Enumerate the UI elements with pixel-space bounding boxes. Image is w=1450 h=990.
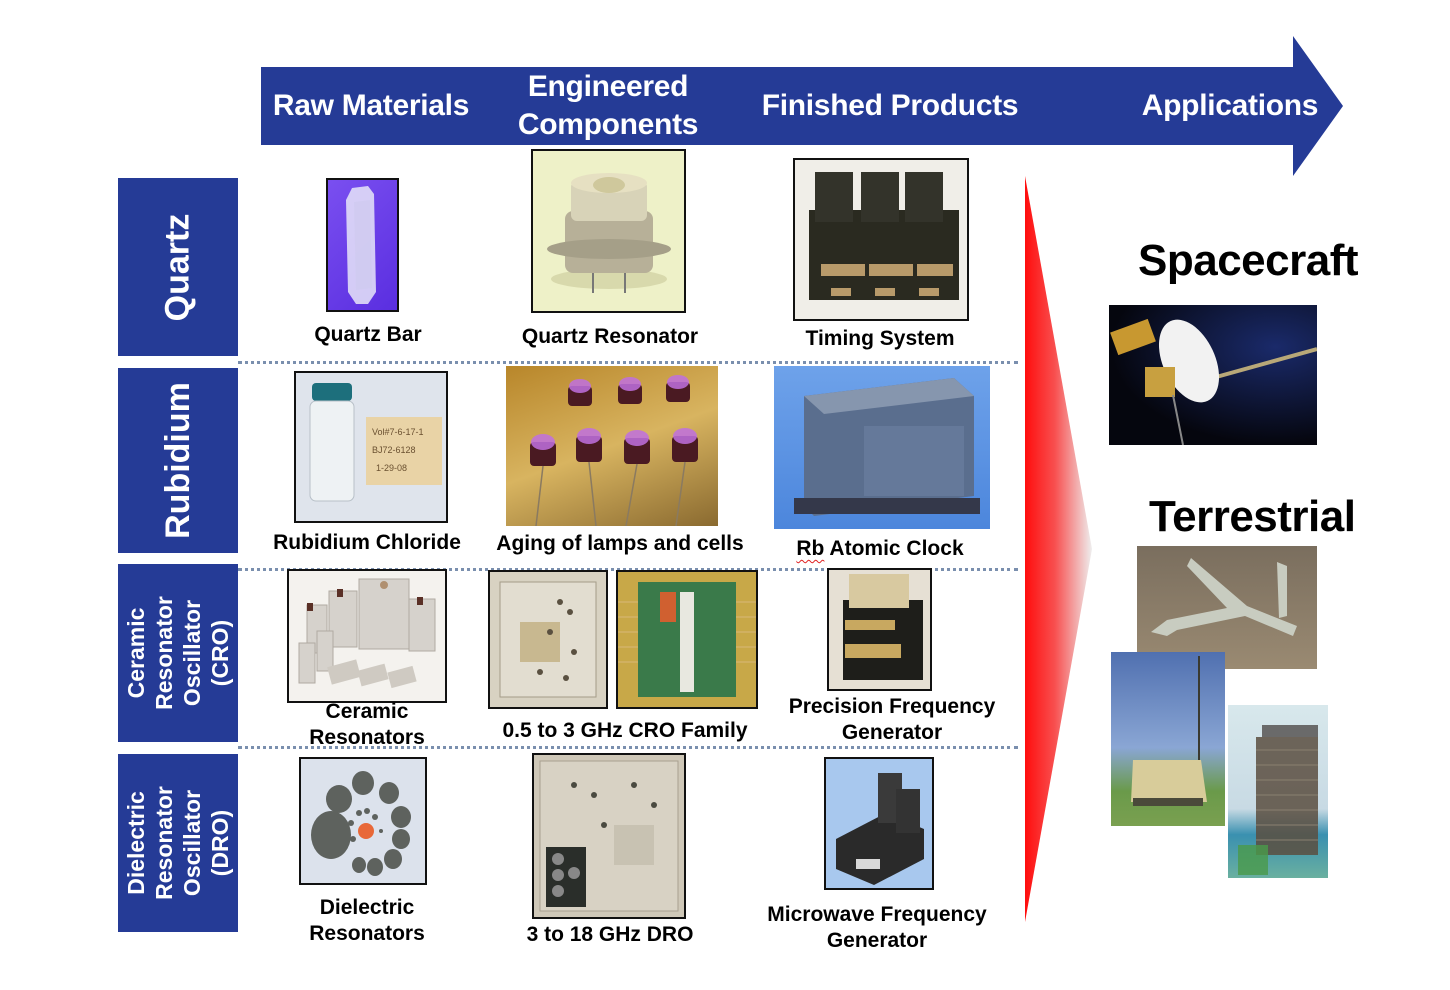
spacecraft-image [1109,305,1317,445]
ceramic-blocks-icon [298,578,436,689]
row-label-rubidium: Rubidium [118,368,238,553]
caption-cro-family: 0.5 to 3 GHz CRO Family [502,719,748,742]
frequency-generator-icon [843,574,923,680]
svg-text:BJ72-6128: BJ72-6128 [372,445,416,455]
vial-icon: Vol#7-6-17-1 BJ72-6128 1-29-08 [309,383,442,502]
caption-quartz-bar: Quartz Bar [314,323,422,346]
caption-microwave-frequency-generator: Microwave Frequency Generator [767,903,987,952]
radar-tower-image [1228,705,1328,878]
dielectric-resonators-image [299,757,427,885]
resonator-can-icon [547,173,671,293]
dro-circuit-icon [539,760,679,912]
caption-precision-frequency-generator: Precision Frequency Generator [788,695,996,744]
svg-text:1-29-08: 1-29-08 [376,463,407,473]
row-label-text: Quartz [158,213,197,321]
row-label-dro: Dielectric Resonator Oscillator (DRO) [118,754,238,932]
caption-aging-lamps-cells: Aging of lamps and cells [496,532,744,555]
arrow-shape-icon [261,36,1343,176]
row-divider [238,568,1018,571]
mlrs-vehicle-icon [1131,656,1207,806]
caption-quartz-resonator: Quartz Resonator [521,325,699,348]
timing-system-image [793,158,969,321]
caption-ceramic-resonators: Ceramic Resonators [309,700,425,749]
caption-dro: 3 to 18 GHz DRO [526,923,694,946]
satellite-icon [1110,318,1317,445]
process-arrow [261,36,1343,176]
ceramic-resonators-image [287,569,447,703]
uav-image [1137,546,1317,669]
stage-engineered-components: Engineered Components [508,68,708,144]
row-label-text: Ceramic Resonator Oscillator (CRO) [123,596,233,710]
stage-raw-materials: Raw Materials [272,89,470,122]
application-spacecraft-title: Spacecraft [1138,236,1359,285]
row-label-text: Rubidium [158,382,197,539]
application-terrestrial-title: Terrestrial [1149,492,1356,541]
dro-module-image [532,753,686,919]
stage-applications: Applications [1141,89,1319,122]
quartz-crystal-icon [346,186,376,304]
caption-dielectric-resonators: Dielectric Resonators [309,896,425,945]
timing-box-icon [809,172,959,300]
quartz-resonator-image [531,149,686,313]
microwave-frequency-generator-image [824,757,934,890]
stage-finished-products: Finished Products [761,89,1019,122]
cro-module-image-1 [488,570,608,709]
red-chevron-icon [1025,176,1092,922]
cro-module-image-2 [616,570,758,709]
atomic-clock-box-icon [794,378,980,516]
rubidium-lamps-icon [530,375,698,526]
rubidium-chloride-image: Vol#7-6-17-1 BJ72-6128 1-29-08 [294,371,448,523]
row-divider [238,746,1018,749]
rb-atomic-clock-image [774,366,990,529]
row-label-text: Dielectric Resonator Oscillator (DRO) [123,786,233,900]
stage-engineered-line1: Engineered [527,70,689,103]
caption-rb-atomic-clock: Rb Atomic Clock [796,537,964,560]
quartz-bar-image [326,178,399,312]
dielectric-pucks-icon [311,771,411,876]
circuit-module-icon [499,581,597,698]
stage-engineered-line2: Components [517,108,699,141]
lamps-cells-image [506,366,718,526]
circuit-board-icon [618,582,756,697]
drone-icon [1151,558,1297,636]
row-label-cro: Ceramic Resonator Oscillator (CRO) [118,564,238,742]
svg-text:Vol#7-6-17-1: Vol#7-6-17-1 [372,427,424,437]
row-divider [238,361,1018,364]
microwave-generator-icon [836,773,924,885]
military-vehicle-image [1111,652,1225,826]
precision-frequency-generator-image [827,568,932,691]
caption-rubidium-chloride: Rubidium Chloride [273,531,461,554]
row-label-quartz: Quartz [118,178,238,356]
radar-array-icon [1238,725,1318,875]
funnel-arrow [1024,176,1094,922]
caption-timing-system: Timing System [805,327,955,350]
